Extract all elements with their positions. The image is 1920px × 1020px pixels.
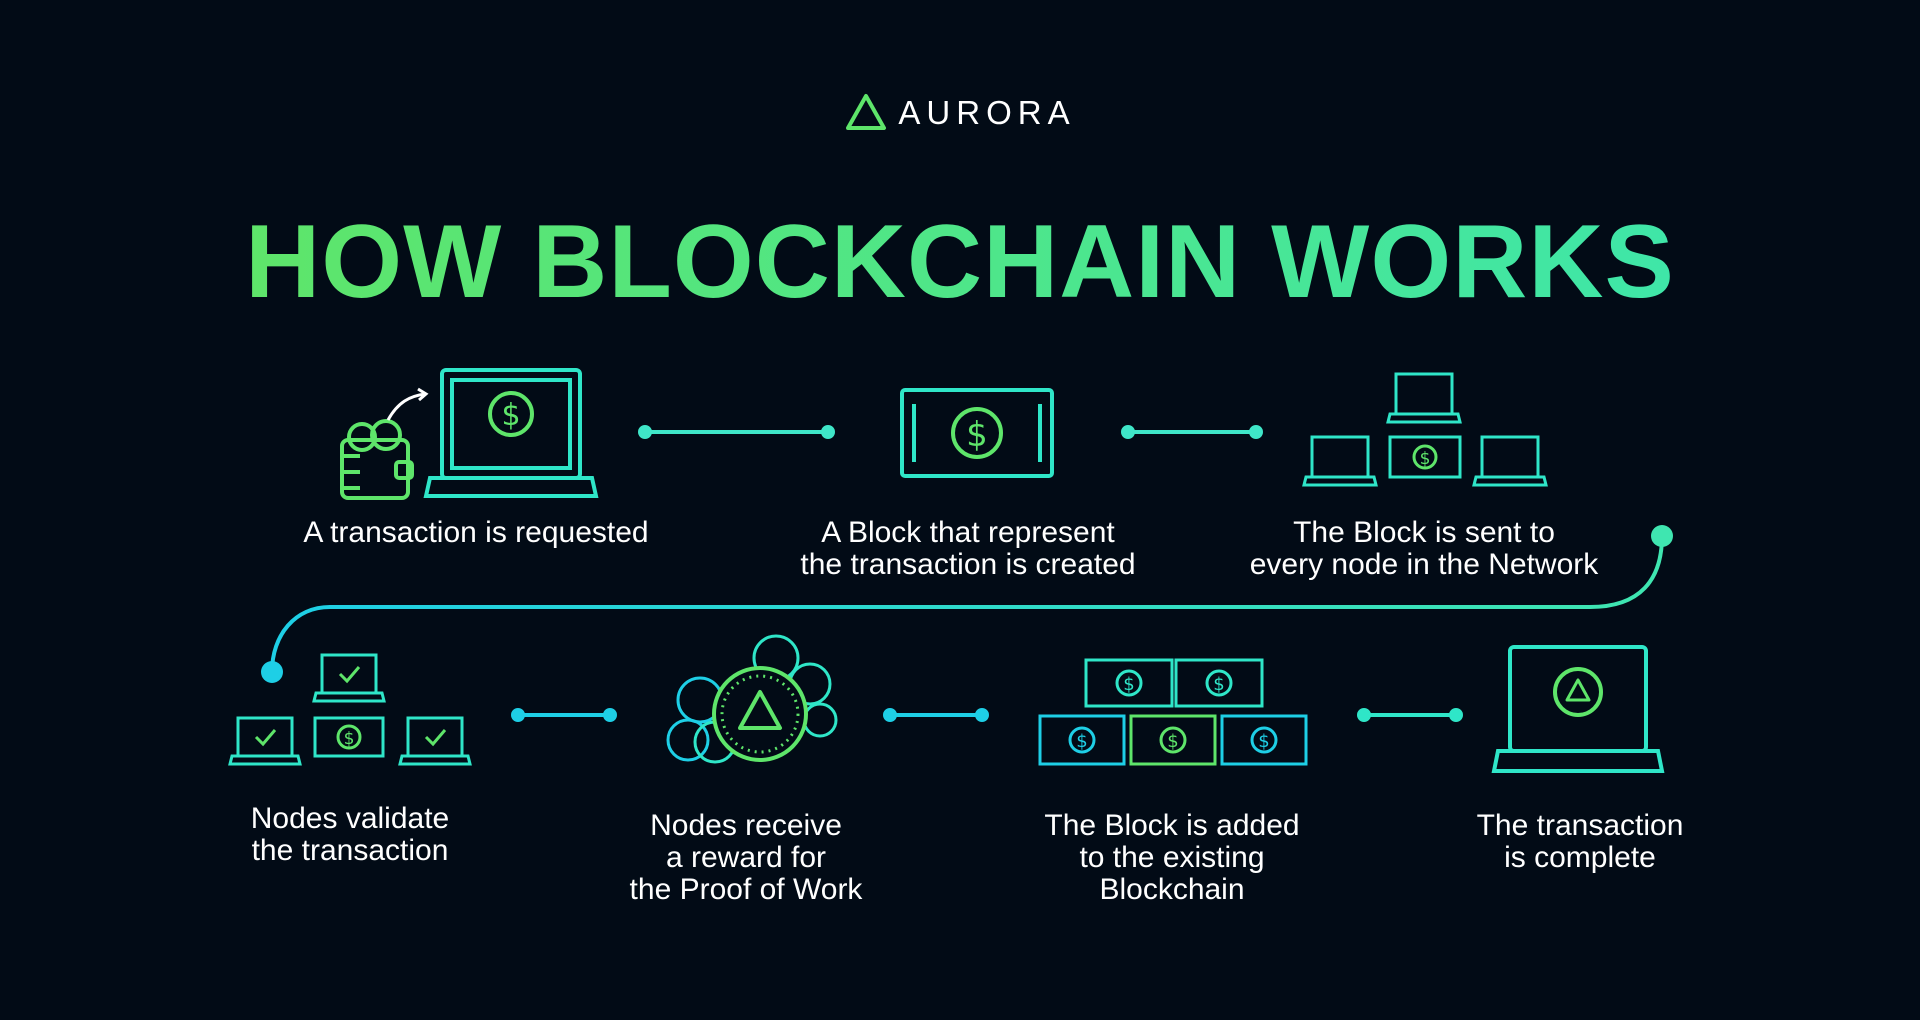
validated-nodes-icon: $ (228, 653, 472, 766)
money-block-icon: $ (1388, 435, 1462, 479)
connector-4-5 (511, 708, 617, 722)
flow-end-dot (261, 661, 283, 683)
laptop-icon (312, 653, 386, 703)
step-label-2: A Block that represent the transaction i… (800, 516, 1136, 581)
triangle-logo-icon (846, 94, 887, 130)
complete-laptop-icon (1491, 645, 1665, 773)
money-block-icon: $ (900, 388, 1054, 478)
connector-1-2 (638, 425, 835, 439)
laptop-icon (228, 716, 302, 766)
network-nodes-icon: $ (1302, 372, 1548, 487)
brand-name: AURORA (898, 94, 1076, 131)
svg-text:$: $ (1258, 731, 1269, 752)
svg-text:$: $ (344, 729, 355, 749)
svg-text:$: $ (1420, 449, 1431, 469)
connector-6-7 (1357, 708, 1463, 722)
svg-text:$: $ (1123, 674, 1134, 695)
wallet-icon (340, 419, 414, 500)
money-block-icon: $ (313, 716, 385, 758)
svg-text:$: $ (1076, 731, 1087, 752)
connector-5-6 (883, 708, 989, 722)
svg-text:$: $ (501, 398, 520, 433)
page-title: HOW BLOCKCHAIN WORKS (0, 210, 1920, 314)
wallet-laptop-icon: $ (340, 368, 599, 500)
step-label-7: The transaction is complete (1476, 809, 1684, 874)
flow-path (270, 535, 1664, 673)
blockchain-stack-icon: $ $ $ $ $ (1038, 658, 1308, 766)
step-label-5: Nodes receive a reward for the Proof of … (629, 809, 863, 906)
page-title-text: HOW BLOCKCHAIN WORKS (245, 204, 1675, 320)
arrow-icon (386, 387, 429, 421)
brand-logo: AURORA (0, 92, 1920, 134)
laptop-icon (1386, 372, 1462, 424)
step-label-6: The Block is added to the existing Block… (1044, 809, 1300, 906)
step-label-1: A transaction is requested (303, 516, 649, 549)
step-label-3: The Block is sent to every node in the N… (1249, 516, 1599, 581)
svg-text:$: $ (1167, 731, 1178, 752)
laptop-icon (398, 716, 472, 766)
step-label-4: Nodes validate the transaction (250, 802, 450, 867)
laptop-icon (1472, 435, 1548, 487)
connector-2-3 (1121, 425, 1263, 439)
laptop-icon (1302, 435, 1378, 487)
coins-reward-icon (666, 634, 838, 764)
laptop-icon (423, 368, 599, 498)
dollar-icon: $ (488, 391, 534, 437)
svg-text:$: $ (1213, 674, 1224, 695)
flow-start-dot (1651, 525, 1673, 547)
svg-text:$: $ (966, 415, 988, 455)
